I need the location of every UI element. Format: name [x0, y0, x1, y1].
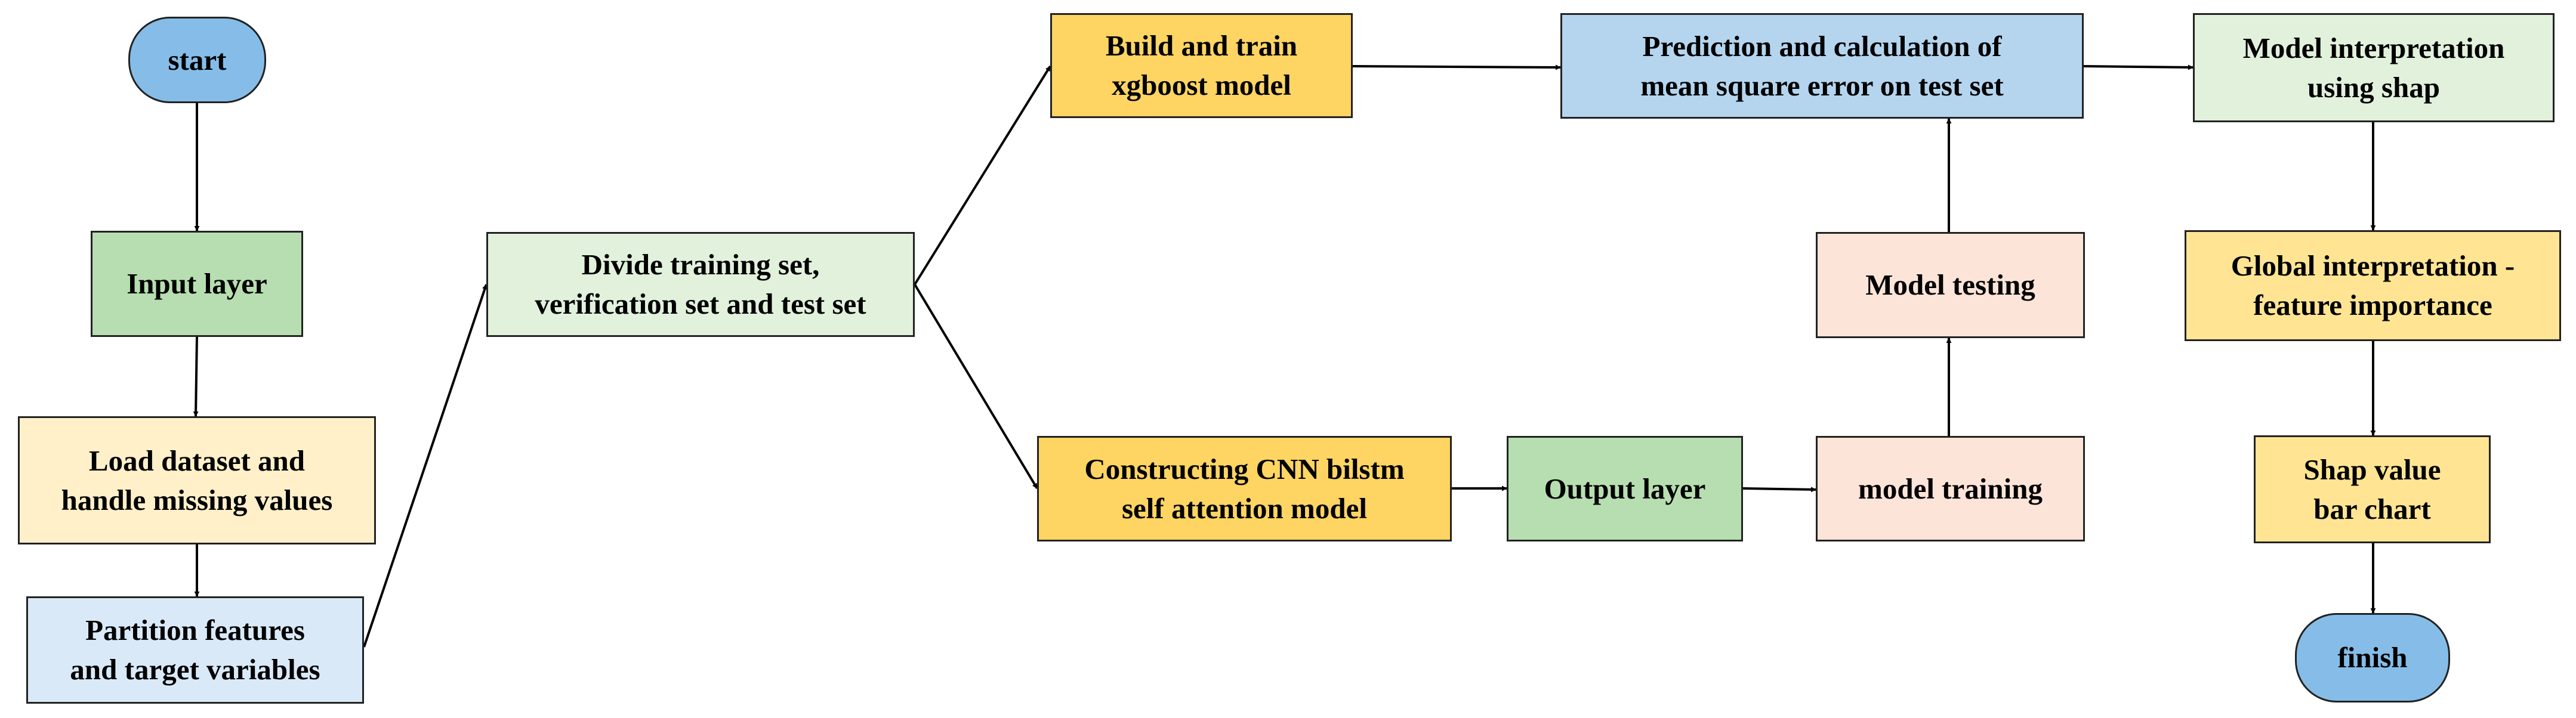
arrow-input-to-load	[193, 336, 199, 417]
arrow-divide-to-xgb	[914, 65, 1051, 286]
partition-features-box: Partition features and target variables	[26, 596, 364, 704]
arrow-part-to-divide	[363, 284, 488, 648]
output-layer-box: Output layer	[1507, 436, 1743, 541]
arrow-divide-to-cnn	[914, 283, 1038, 490]
arrow-pred-to-interp	[2083, 64, 2194, 70]
start-terminal: start	[128, 17, 266, 103]
cnn-bilstm-model-box: Constructing CNN bilstm self attention m…	[1037, 436, 1452, 541]
prediction-mse-box: Prediction and calculation of mean squar…	[1560, 13, 2084, 119]
model-interpretation-box: Model interpretation using shap	[2193, 13, 2555, 122]
arrow-xgb-to-pred	[1352, 64, 1561, 70]
model-training-box: model training	[1816, 436, 2085, 541]
shap-bar-chart-box: Shap value bar chart	[2254, 435, 2491, 543]
load-dataset-box: Load dataset and handle missing values	[18, 416, 376, 544]
finish-terminal: finish	[2295, 613, 2450, 702]
arrow-output-to-train	[1742, 487, 1816, 493]
xgboost-model-box: Build and train xgboost model	[1050, 13, 1353, 118]
model-testing-box: Model testing	[1816, 232, 2085, 338]
global-interpretation-box: Global interpretation - feature importan…	[2185, 230, 2561, 341]
divide-sets-box: Divide training set, verification set an…	[486, 232, 915, 337]
input-layer-box: Input layer	[91, 231, 303, 337]
